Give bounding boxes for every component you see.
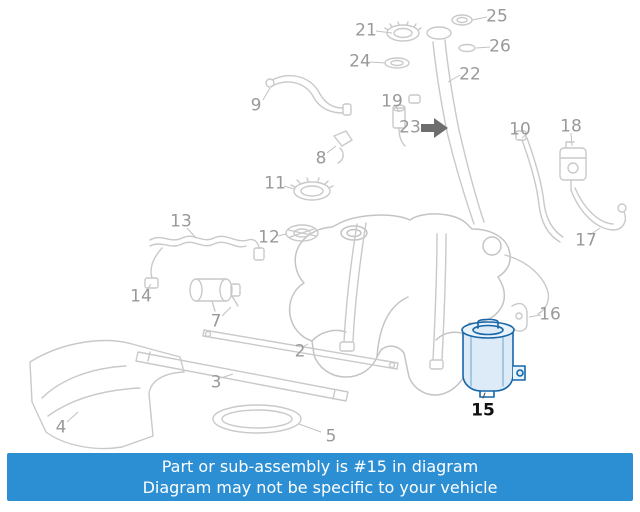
callout-7: 7 [210,311,222,332]
callout-16: 16 [539,304,561,325]
highlighted-part-15 [461,318,526,399]
fuel-tank [288,213,511,396]
notice-line-2: Diagram may not be specific to your vehi… [142,478,498,497]
callout-13: 13 [170,211,192,232]
callout-18: 18 [560,116,582,137]
notice-banner: Part or sub-assembly is #15 in diagram D… [7,453,633,501]
arrow-23-icon [421,118,448,138]
callout-25: 25 [486,6,508,27]
callout-15-highlighted: 15 [471,400,495,421]
callout-10: 10 [509,119,531,140]
callout-19: 19 [381,91,403,112]
callout-23: 23 [399,117,421,138]
callout-11: 11 [264,173,286,194]
notice-line-1: Part or sub-assembly is #15 in diagram [161,457,479,476]
callout-17: 17 [575,230,597,251]
callout-2: 2 [294,341,306,362]
callout-24: 24 [349,51,371,72]
callout-5: 5 [325,426,337,447]
leader-lines [66,16,601,433]
callout-3: 3 [210,372,222,393]
callout-4: 4 [55,417,67,438]
callout-14: 14 [130,286,152,307]
callout-12: 12 [258,227,280,248]
callout-22: 22 [459,64,481,85]
callout-8: 8 [315,148,327,169]
callout-21: 21 [355,20,377,41]
callout-9: 9 [250,95,262,116]
callout-26: 26 [489,36,511,57]
